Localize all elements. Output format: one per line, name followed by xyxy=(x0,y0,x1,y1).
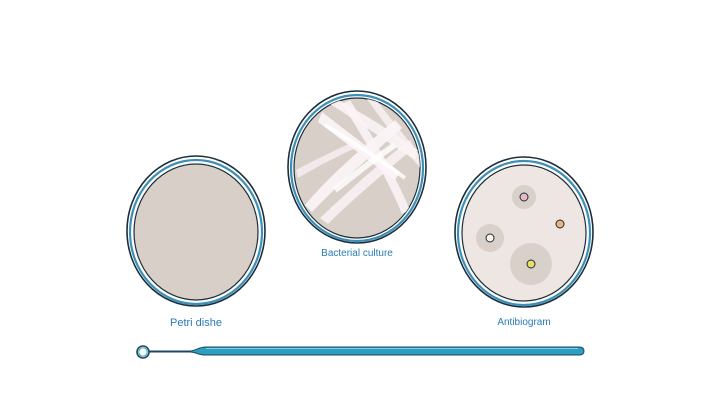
bacteria-streaks xyxy=(296,98,420,224)
bacterial-culture-label: Bacterial culture xyxy=(321,248,393,259)
inoculation-loop-icon xyxy=(136,345,585,359)
antibiotic-disc xyxy=(519,192,529,202)
antibiogram-label: Antibiogram xyxy=(497,317,551,328)
antibiotic-disc xyxy=(485,233,495,243)
antibiotic-disc xyxy=(526,259,536,269)
antibiotic-discs xyxy=(485,192,565,269)
antibiotic-disc xyxy=(555,219,565,229)
antibiogram-dish-icon xyxy=(454,156,594,308)
petri-dish-icon xyxy=(126,155,266,307)
bacterial-culture-dish-icon xyxy=(287,90,427,244)
petri-dish-label: Petri dishe xyxy=(170,317,222,329)
